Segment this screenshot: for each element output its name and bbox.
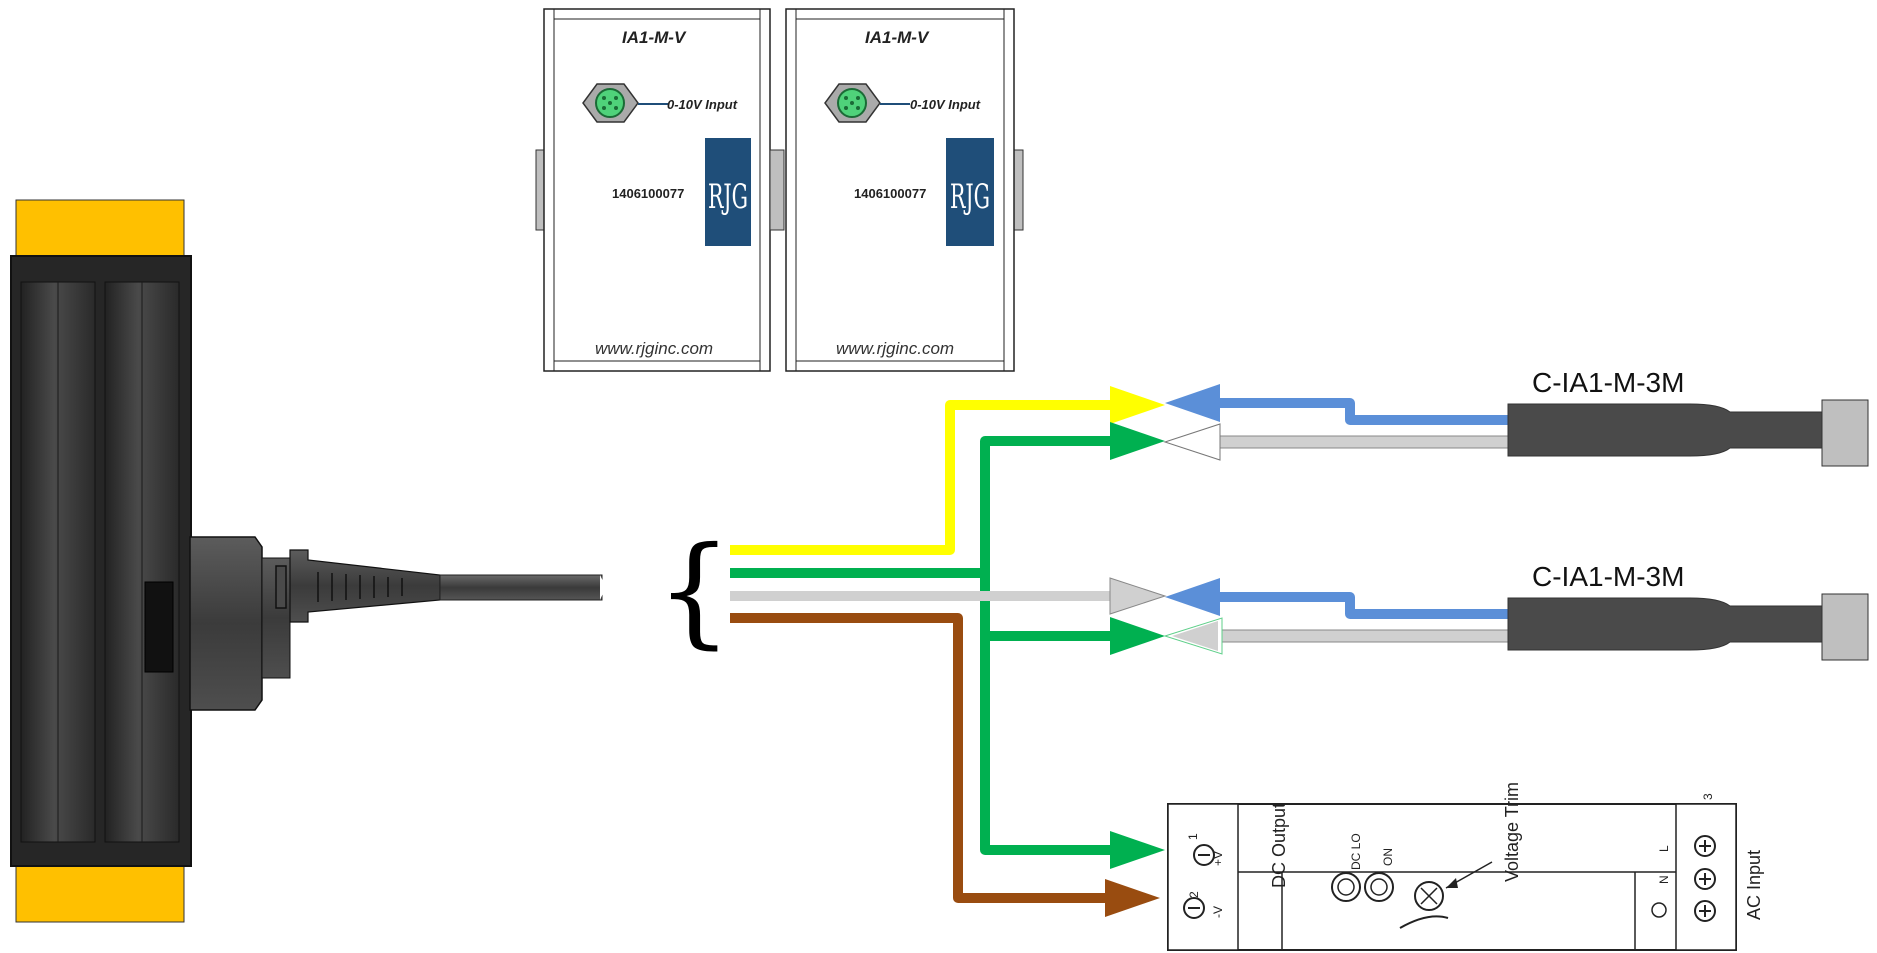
- module-1-input-label: 0-10V Input: [667, 97, 738, 112]
- device-bottom-cap: [15, 861, 185, 923]
- psu-term-2: 2: [1187, 891, 1201, 898]
- wire-green: [730, 436, 1115, 855]
- module-2-logo-text: RJG: [950, 177, 990, 217]
- arrow-green-1: [1110, 422, 1165, 460]
- module-1-logo: [705, 138, 751, 246]
- strain-relief: [289, 549, 441, 623]
- module-1-title: IA1-M-V: [622, 28, 687, 47]
- device-top-cap: [15, 199, 185, 259]
- module-2: IA1-M-V 0-10V Input 1406100077 RJG www.r…: [769, 8, 1024, 372]
- module-2-title: IA1-M-V: [865, 28, 930, 47]
- wire-yellow: [730, 400, 1115, 555]
- psu-ac-input: AC Input: [1744, 850, 1764, 920]
- psu-dc-lo: DC LO: [1349, 833, 1363, 870]
- device-connector: [189, 536, 263, 711]
- wire-brown: [730, 613, 1110, 903]
- module-2-url: www.rjginc.com: [836, 339, 954, 358]
- device-cable: [439, 574, 603, 601]
- psu-term-3: 3: [1701, 793, 1715, 800]
- psu-voltage-trim: Voltage Trim: [1502, 782, 1522, 882]
- psu-minus-v: -V: [1211, 906, 1225, 918]
- module-1-serial: 1406100077: [612, 186, 684, 201]
- module-1-logo-text: RJG: [708, 177, 748, 217]
- cable-1-label: C-IA1-M-3M: [1532, 367, 1684, 398]
- power-supply: 1 2 -V +V DC Output DC LO ON Voltage Tri…: [1167, 782, 1764, 951]
- cable-2: C-IA1-M-3M: [1163, 561, 1869, 661]
- arrow-gray: [1109, 577, 1167, 615]
- psu-plus-v: +V: [1211, 851, 1225, 866]
- psu-dc-output: DC Output: [1269, 803, 1289, 888]
- psu-l: L: [1657, 845, 1671, 852]
- arrow-green-2: [1110, 617, 1165, 655]
- wire-bundle-brace: {: [656, 522, 732, 661]
- left-device: [10, 199, 606, 923]
- cable-2-label: C-IA1-M-3M: [1532, 561, 1684, 592]
- arrow-green-3: [1110, 831, 1165, 869]
- module-1: IA1-M-V 0-10V Input 1406100077 RJG www.r…: [535, 8, 771, 372]
- psu-on: ON: [1381, 848, 1395, 866]
- psu-n: N: [1657, 875, 1671, 884]
- module-1-url: www.rjginc.com: [595, 339, 713, 358]
- psu-term-1: 1: [1186, 833, 1200, 840]
- cable-1: C-IA1-M-3M: [1163, 367, 1869, 467]
- arrow-yellow: [1110, 386, 1165, 424]
- module-2-input-label: 0-10V Input: [910, 97, 981, 112]
- module-2-logo: [946, 138, 994, 246]
- arrow-brown: [1105, 879, 1160, 917]
- module-2-serial: 1406100077: [854, 186, 926, 201]
